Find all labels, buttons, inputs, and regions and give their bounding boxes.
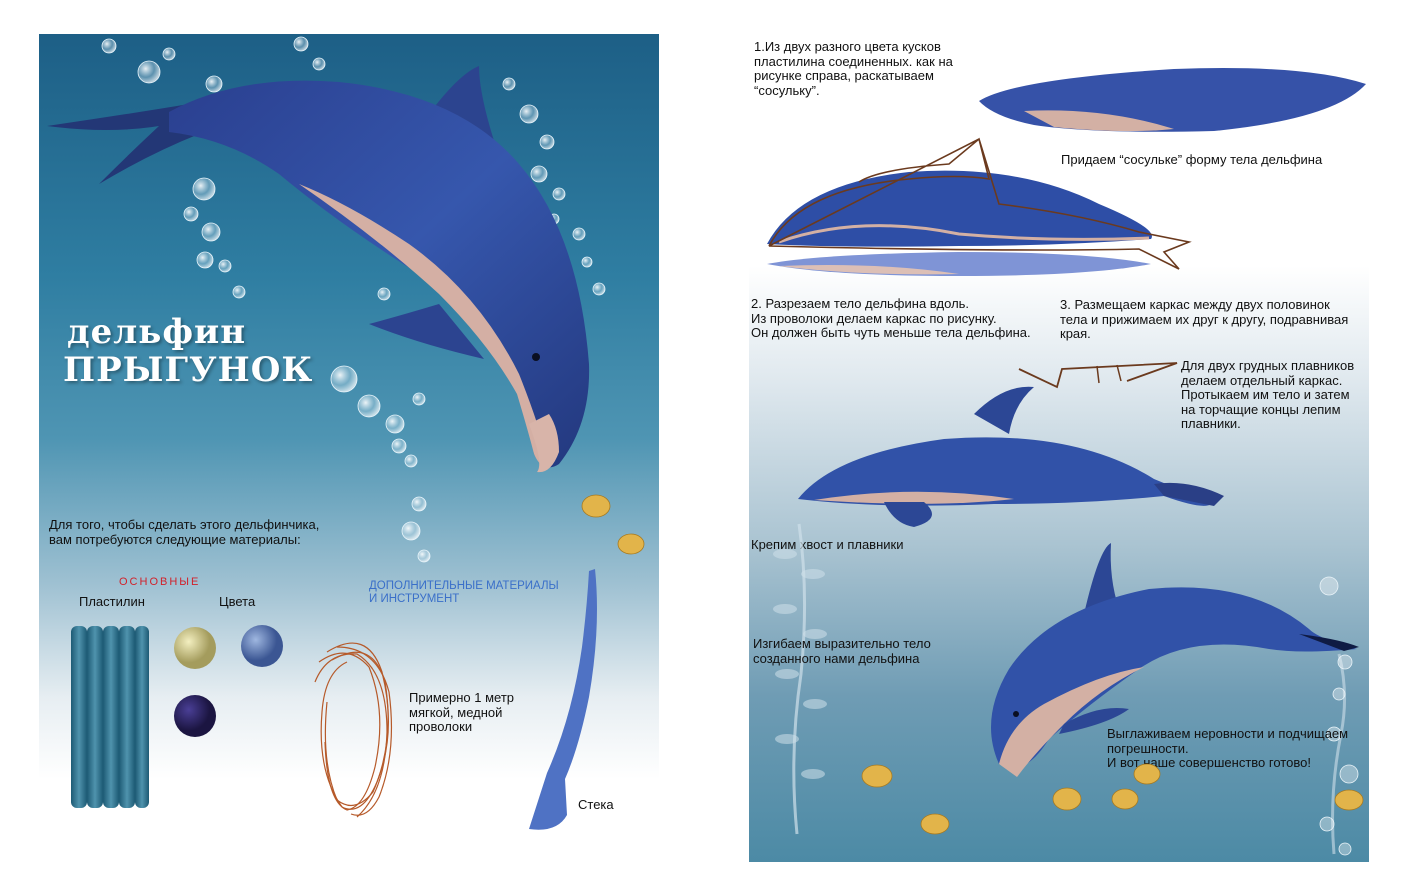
- assembled-dolphin-illustration: [798, 386, 1224, 527]
- fish-decoration: [581, 494, 645, 555]
- icicle-illustration: [979, 68, 1366, 132]
- bend-text: Изгибаем выразительно тело созданного на…: [753, 636, 931, 666]
- color-balls-image: [174, 625, 283, 737]
- dolphin-main-illustration: [47, 66, 590, 473]
- wire-label: Примерно 1 метр мягкой, медной проволоки: [409, 690, 515, 734]
- left-page: дельфин ПРЫГУНОК Для того, чтобы сделать…: [39, 34, 659, 844]
- body-frame-illustration: [767, 137, 1192, 276]
- shape-body-text: Придаем “сосульке” форму тела дельфина: [1061, 152, 1323, 167]
- step1-text: 1.Из двух разного цвета кусков пластилин…: [754, 39, 953, 98]
- stack-label: Стека: [578, 797, 614, 812]
- pectoral-wire-illustration: [1018, 362, 1178, 389]
- plasticine-label: Пластилин: [79, 594, 145, 609]
- seaweed-decoration: [773, 523, 1359, 856]
- right-page: 1.Из двух разного цвета кусков пластилин…: [749, 34, 1369, 862]
- finish-text: Выглаживаем неровности и подчищаем погре…: [1107, 726, 1349, 770]
- title-line-1: дельфин: [67, 312, 247, 352]
- fish-school-decoration: [861, 763, 1364, 835]
- stack-tool-image: [529, 569, 597, 830]
- colors-label: Цвета: [219, 594, 256, 609]
- step3-text: 3. Размещаем каркас между двух половинок…: [1060, 297, 1349, 341]
- intro-text: Для того, чтобы сделать этого дельфинчик…: [49, 517, 320, 547]
- extra-materials-heading: ДОПОЛНИТЕЛЬНЫЕ МАТЕРИАЛЫ И ИНСТРУМЕНТ: [369, 580, 559, 605]
- step2-text: 2. Разрезаем тело дельфина вдоль. Из про…: [751, 296, 1031, 340]
- title-line-2: ПРЫГУНОК: [63, 350, 314, 390]
- tail-text: Крепим хвост и плавники: [751, 537, 904, 552]
- plasticine-bar-image: [71, 626, 149, 808]
- pectoral-text: Для двух грудных плавников делаем отдель…: [1181, 358, 1355, 431]
- bent-dolphin-illustration: [991, 543, 1359, 777]
- basic-materials-heading: ОСНОВНЫЕ: [119, 576, 201, 588]
- copper-wire-image: [314, 642, 393, 818]
